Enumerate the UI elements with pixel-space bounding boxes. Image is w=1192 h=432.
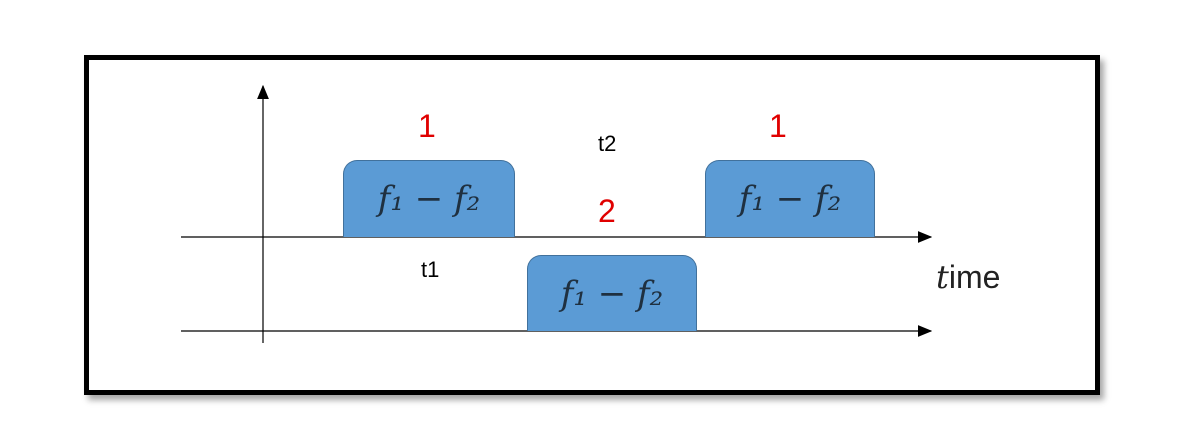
diagram-frame	[84, 55, 1100, 395]
time-axis-label-italic: t	[936, 258, 949, 296]
channel-label-2: 2	[598, 193, 616, 229]
channel-label-1-left: 1	[418, 108, 436, 144]
t2-label: t2	[598, 131, 617, 156]
pulse-top-left: f₁ − f₂	[343, 160, 515, 237]
channel-label-1-right: 1	[769, 108, 787, 144]
time-axis-label: time	[936, 258, 1000, 296]
time-axis-label-rest: ime	[948, 259, 1001, 295]
pulse-top-right: f₁ − f₂	[705, 160, 875, 237]
t1-label: t1	[421, 257, 440, 282]
pulse-bottom-middle: f₁ − f₂	[527, 255, 697, 331]
